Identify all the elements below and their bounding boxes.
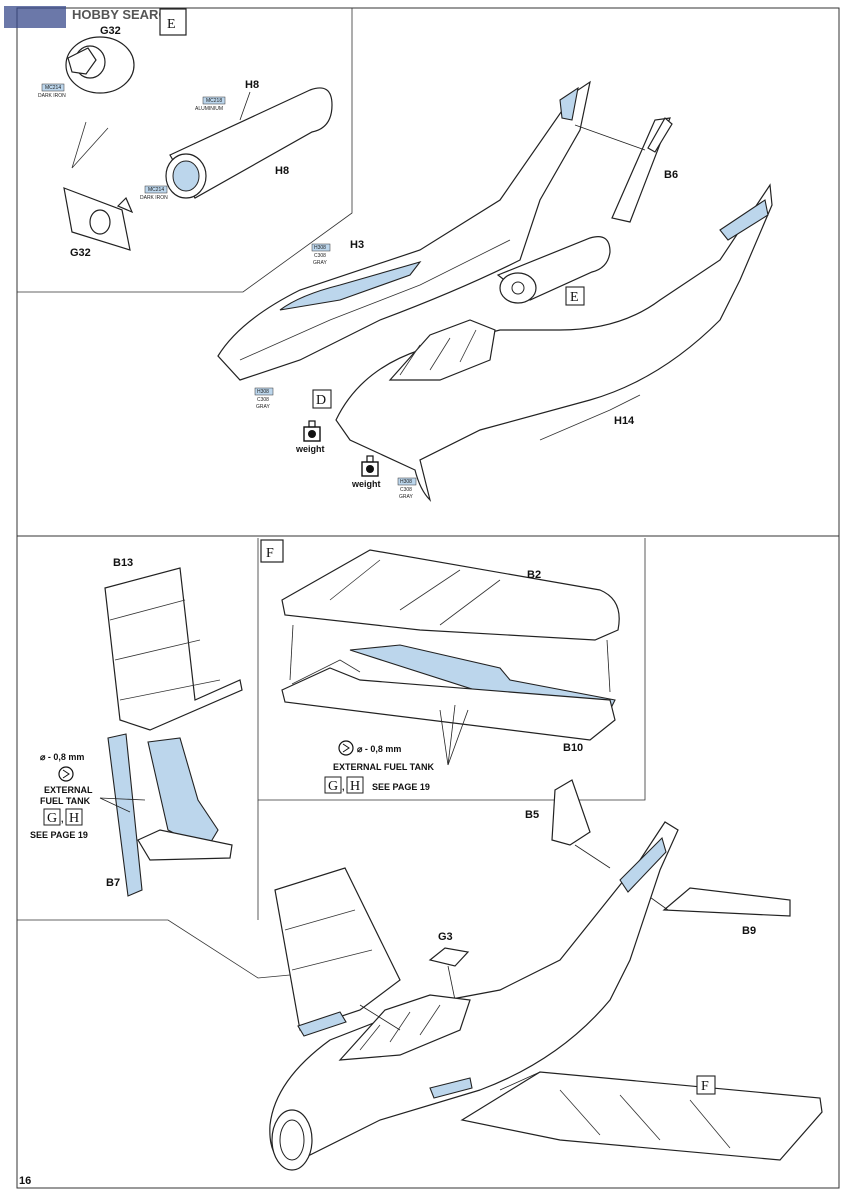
part-b7: B7 (106, 733, 233, 897)
svg-text:,: , (342, 782, 345, 792)
part-h8: H8 H8 (165, 79, 333, 199)
label-b2: B2 (527, 569, 541, 581)
svg-text:ALUMINIUM: ALUMINIUM (195, 106, 223, 112)
svg-text:G: G (328, 779, 338, 794)
tank-left-line1: EXTERNAL (44, 785, 93, 795)
step-f-inset-box: F (696, 1075, 716, 1095)
aircraft-assembly (269, 821, 823, 1171)
paint-gray-2: H308 C308 GRAY (254, 387, 274, 410)
see-page-right: SEE PAGE 19 (372, 782, 430, 792)
watermark: HOBBY SEARCH (4, 6, 177, 28)
part-g32-top: G32 (65, 25, 135, 94)
drill-note-left: ⌀ - 0,8 mm EXTERNAL FUEL TANK G , H SEE … (30, 752, 146, 840)
step-f-label: F (266, 546, 274, 561)
svg-text:G: G (47, 811, 57, 826)
part-g3: G3 (428, 931, 470, 1001)
page-number: 16 (19, 1175, 31, 1187)
part-b6: B6 (574, 117, 678, 223)
paint-gray-1: H308 C308 GRAY (311, 243, 331, 266)
paint-gray-3: H308 C308 GRAY (397, 477, 417, 500)
svg-text:C308: C308 (400, 487, 412, 493)
tank-left-line2: FUEL TANK (40, 796, 91, 806)
label-g32-bottom: G32 (70, 247, 91, 259)
svg-text:DARK IRON: DARK IRON (38, 93, 66, 99)
label-g3: G3 (438, 931, 453, 943)
svg-text:H308: H308 (314, 245, 326, 251)
svg-text:H: H (69, 811, 79, 826)
svg-text:H308: H308 (400, 479, 412, 485)
svg-text:H308: H308 (257, 389, 269, 395)
svg-text:GRAY: GRAY (313, 260, 327, 266)
part-g32-bottom: G32 (63, 187, 134, 259)
paint-dark-iron-2: MC214 DARK IRON (140, 185, 168, 201)
fuselage-h3: H3 (217, 80, 591, 381)
weight-label-1: weight (295, 444, 325, 454)
drill-size-left: ⌀ - 0,8 mm (40, 752, 84, 762)
part-b5: B5 (525, 779, 611, 869)
svg-text:H: H (350, 779, 360, 794)
svg-text:MC218: MC218 (206, 98, 222, 104)
svg-text:C308: C308 (314, 253, 326, 259)
drill-icon (58, 766, 74, 782)
label-b6: B6 (664, 169, 678, 181)
watermark-text: HOBBY SEARCH (72, 7, 177, 22)
part-b9: B9 (639, 887, 791, 937)
label-b13: B13 (113, 557, 133, 569)
svg-text:GRAY: GRAY (399, 494, 413, 500)
outer-frame (16, 7, 840, 1189)
step-e-box: E (159, 8, 187, 36)
paint-aluminium: MC218 ALUMINIUM (195, 96, 226, 112)
part-b2: B2 (281, 549, 620, 641)
label-g32-top: G32 (100, 25, 121, 37)
svg-text:DARK IRON: DARK IRON (140, 195, 168, 201)
tank-right: EXTERNAL FUEL TANK (333, 762, 435, 772)
inset-e-label: E (570, 290, 579, 305)
inset-panel-f (17, 538, 646, 979)
label-h8-bottom: H8 (275, 165, 289, 177)
svg-text:MC214: MC214 (45, 85, 61, 91)
label-h14: H14 (614, 415, 635, 427)
see-page-left: SEE PAGE 19 (30, 830, 88, 840)
inset-f-label: F (701, 1079, 709, 1094)
svg-text:GRAY: GRAY (256, 404, 270, 410)
label-b7: B7 (106, 877, 120, 889)
paint-dark-iron-1: MC214 DARK IRON (38, 83, 66, 99)
svg-text:,: , (61, 814, 64, 824)
drill-note-right: ⌀ - 0,8 mm EXTERNAL FUEL TANK G , H SEE … (324, 704, 469, 794)
drill-size-right: ⌀ - 0,8 mm (357, 744, 401, 754)
label-b5: B5 (525, 809, 539, 821)
part-b13: B13 (104, 557, 243, 731)
part-e-assembly: E (496, 236, 611, 306)
label-b9: B9 (742, 925, 756, 937)
svg-text:MC214: MC214 (148, 187, 164, 193)
label-h8-top: H8 (245, 79, 259, 91)
step-d-label: D (316, 393, 326, 408)
weight-icon: weight (295, 420, 325, 454)
weight-label-2: weight (351, 479, 381, 489)
weight-icon: weight (351, 455, 381, 489)
fuselage-h14: H14 (335, 183, 773, 502)
part-b10: B10 (281, 624, 616, 754)
step-d-box: D (312, 389, 332, 409)
inset-panel-e (17, 8, 353, 293)
svg-text:C308: C308 (257, 397, 269, 403)
step-f-box: F (260, 539, 284, 563)
drill-icon (338, 740, 354, 756)
label-h3: H3 (350, 239, 364, 251)
label-b10: B10 (563, 742, 583, 754)
step-e-label: E (167, 17, 176, 32)
